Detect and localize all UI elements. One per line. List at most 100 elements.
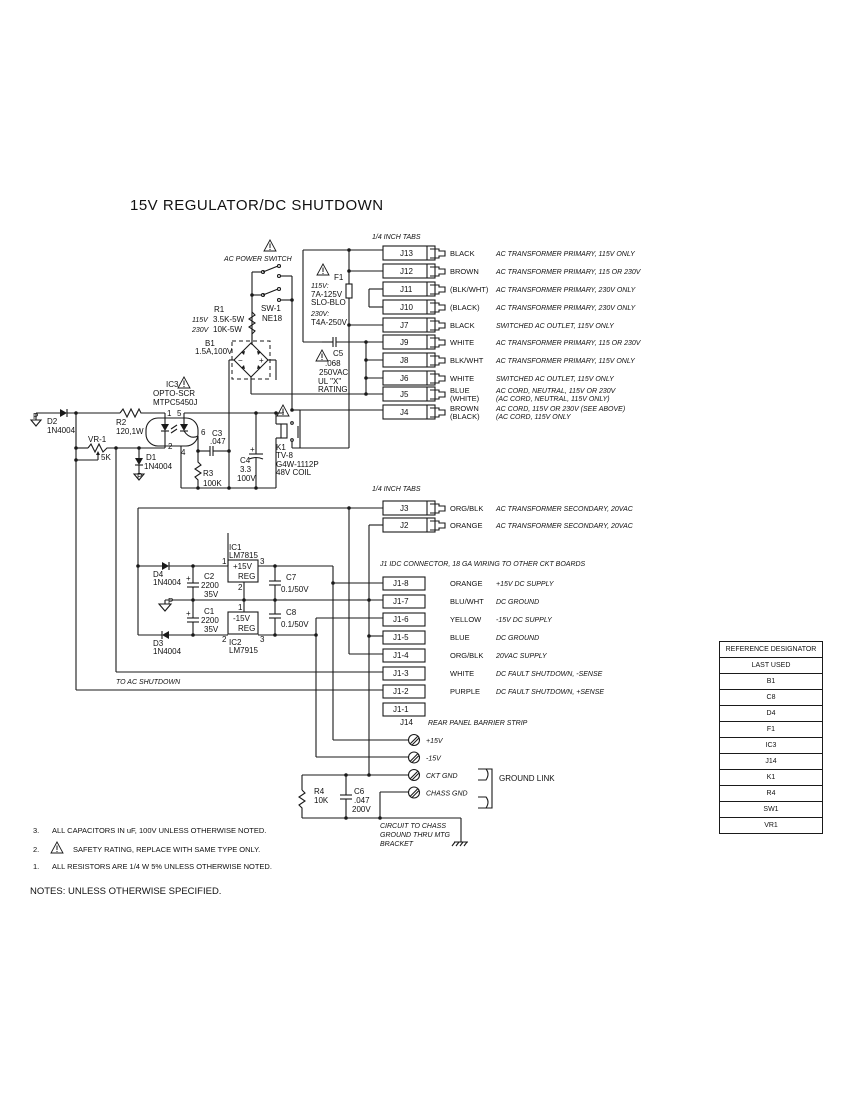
ic2-pin3: 3 [260, 635, 265, 644]
pin-desc: DC FAULT SHUTDOWN, +SENSE [496, 689, 604, 696]
ref-table-header: REFERENCE DESIGNATOR [719, 641, 823, 658]
ac-tabs-label: 1/4 INCH TABS [372, 234, 421, 241]
chassis-ground-icon [451, 841, 468, 847]
c4-rating: 100V [237, 474, 256, 483]
f1-val115a: 7A-125V [311, 290, 343, 299]
c1-rating: 35V [204, 625, 219, 634]
ic1-pin3: 3 [260, 557, 265, 566]
r1-230v: 230V [191, 327, 210, 334]
connector-j5-ref: J5 [400, 390, 409, 399]
j1-pin-ref: J1-7 [393, 597, 409, 606]
k1-relay-coil [280, 423, 288, 439]
wire-color: ORG/BLK [450, 651, 483, 660]
connector-j9-ref: J9 [400, 338, 409, 347]
r1-val115: 3.5K-5W [213, 315, 245, 324]
j14-terminal: -15V [407, 751, 442, 764]
wire-color: BLACK [450, 321, 475, 330]
wire-color: WHITE [450, 338, 474, 347]
r2-val: 120,1W [116, 427, 144, 436]
c8-val: 0.1/50V [281, 620, 309, 629]
pin-desc: -15V DC SUPPLY [496, 617, 553, 624]
ref-table-row: VR1 [719, 817, 823, 834]
wire-color: BROWN [450, 404, 479, 413]
vr1-val: 5K [101, 453, 111, 462]
note-3-num: 3. [33, 826, 39, 835]
c3-val: .047 [210, 437, 226, 446]
connector-j4: J4 [382, 404, 446, 420]
pin-desc: DC GROUND [496, 599, 539, 606]
note-2-warning-icon [50, 841, 64, 854]
svg-text:+: + [250, 445, 255, 454]
pin-desc: +15V DC SUPPLY [496, 581, 555, 588]
ic2-regulator [227, 611, 259, 635]
ic2-part: LM7915 [229, 646, 258, 655]
connector-j11-ref: J11 [400, 285, 413, 294]
vr1-potentiometer [87, 442, 116, 454]
svg-text:+: + [259, 356, 264, 365]
connector-desc-alt: (AC CORD, NEUTRAL, 115V ONLY) [496, 396, 610, 403]
ic1-pin1: 1 [222, 557, 227, 566]
connector-j8-ref: J8 [400, 356, 409, 365]
j1-pin-ref: J1-6 [393, 615, 409, 624]
d1-ref: D1 [146, 453, 157, 462]
r1-resistor [248, 311, 256, 343]
connector-desc: AC CORD, NEUTRAL, 115V OR 230V [495, 388, 617, 395]
connector-j12: J12 [382, 263, 446, 279]
ref-table-row: B1 [719, 673, 823, 690]
connector-j2-ref: J2 [400, 521, 409, 530]
connector-j2: J2 [382, 517, 446, 533]
c5-ref: C5 [333, 349, 344, 358]
r1-val230: 10K-5W [213, 325, 242, 334]
d3-ref: D3 [153, 639, 164, 648]
connector-j7-ref: J7 [400, 321, 409, 330]
ref-table-row: D4 [719, 705, 823, 722]
r3-val: 100K [203, 479, 222, 488]
c6-val: .047 [354, 796, 370, 805]
connector-desc: AC TRANSFORMER PRIMARY, 115 OR 230V [495, 340, 642, 347]
ground-link [478, 768, 493, 809]
svg-text:+: + [186, 574, 191, 583]
c1-ref: C1 [204, 607, 215, 616]
f1-fuse [345, 283, 353, 299]
j14-terminal-label: CKT GND [426, 773, 458, 780]
b1-bridge-rectifier: − + [233, 342, 269, 378]
c2-ref: C2 [204, 572, 215, 581]
ref-table-row: F1 [719, 721, 823, 738]
connector-j6-ref: J6 [400, 374, 409, 383]
ic1-label: +15V [233, 562, 253, 571]
ac-switch-warning-icon [263, 239, 277, 252]
ic1-ref: IC1 [229, 543, 242, 552]
d3-diode [162, 631, 169, 639]
r4-val: 10K [314, 796, 329, 805]
f1-warning-icon [316, 263, 330, 276]
wire-color: PURPLE [450, 687, 480, 696]
connector-j12-ref: J12 [400, 267, 413, 276]
connector-j3-ref: J3 [400, 504, 409, 513]
r2-ref: R2 [116, 418, 127, 427]
note-2-text: SAFETY RATING, REPLACE WITH SAME TYPE ON… [73, 845, 260, 854]
ic1-part: LM7815 [229, 551, 258, 560]
j14-terminal-label: +15V [426, 738, 444, 745]
d4-diode [162, 562, 169, 570]
note-2-num: 2. [33, 845, 39, 854]
d4-ref: D4 [153, 570, 164, 579]
ref-table-row: K1 [719, 769, 823, 786]
wire-color: BLUE [450, 633, 470, 642]
r4-ref: R4 [314, 787, 325, 796]
ic3-part: MTPC5450J [153, 398, 197, 407]
pin-desc: 20VAC SUPPLY [495, 653, 548, 660]
connector-desc: AC TRANSFORMER SECONDARY, 20VAC [495, 523, 634, 530]
c5-rating: 250VAC [319, 368, 348, 377]
ic1-pin2: 2 [238, 583, 243, 592]
pin-desc: DC FAULT SHUTDOWN, -SENSE [496, 671, 603, 678]
f1-val115b: SLO-BLO [311, 298, 346, 307]
wire-color: (BLACK) [450, 303, 480, 312]
j14-terminal: CKT GND [407, 768, 458, 782]
ic2-ref: IC2 [229, 638, 242, 647]
